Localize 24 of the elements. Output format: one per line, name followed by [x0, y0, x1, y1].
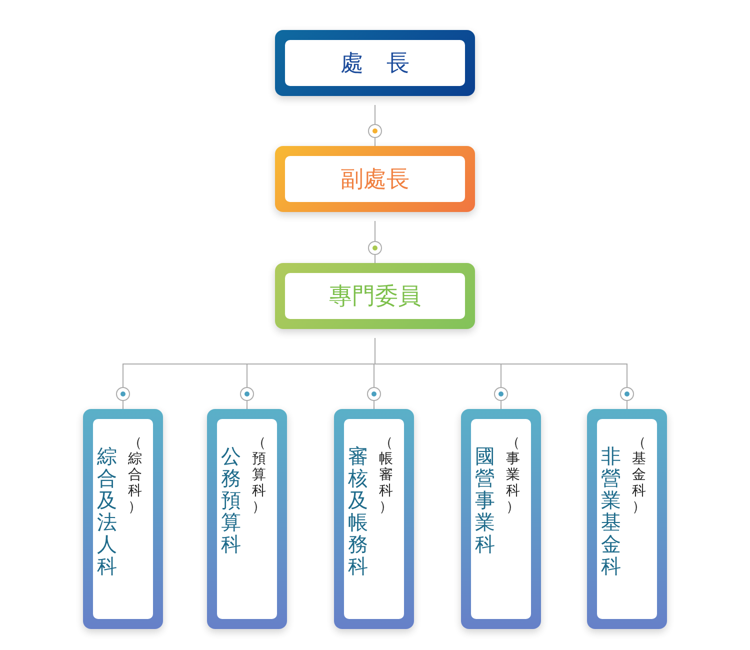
section-name: 審核及帳務科 — [348, 445, 368, 577]
section-short-name: （綜合科） — [128, 435, 142, 516]
connector-line — [374, 220, 376, 264]
title-box — [275, 263, 475, 329]
role-title: 專門委員 — [328, 282, 422, 312]
section-name: 國營事業科 — [475, 445, 495, 555]
section-name: 非營業基金科 — [601, 445, 621, 577]
title-box — [275, 146, 475, 212]
section-short-name: （預算科） — [252, 435, 266, 516]
section-name: 綜合及法人科 — [97, 445, 117, 577]
role-title: 處 長 — [340, 50, 410, 78]
connector-line — [374, 104, 376, 146]
connector-line — [374, 338, 628, 410]
role-title: 副處長 — [340, 166, 410, 194]
section-box — [587, 409, 667, 629]
section-name: 公務預算科 — [221, 445, 241, 555]
section-short-name: （帳審科） — [379, 435, 393, 516]
section-box — [207, 409, 287, 629]
section-short-name: （基金科） — [632, 435, 646, 516]
section-box — [83, 409, 163, 629]
title-box — [275, 30, 475, 96]
section-short-name: （事業科） — [506, 435, 520, 516]
section-box — [461, 409, 541, 629]
section-box — [334, 409, 414, 629]
